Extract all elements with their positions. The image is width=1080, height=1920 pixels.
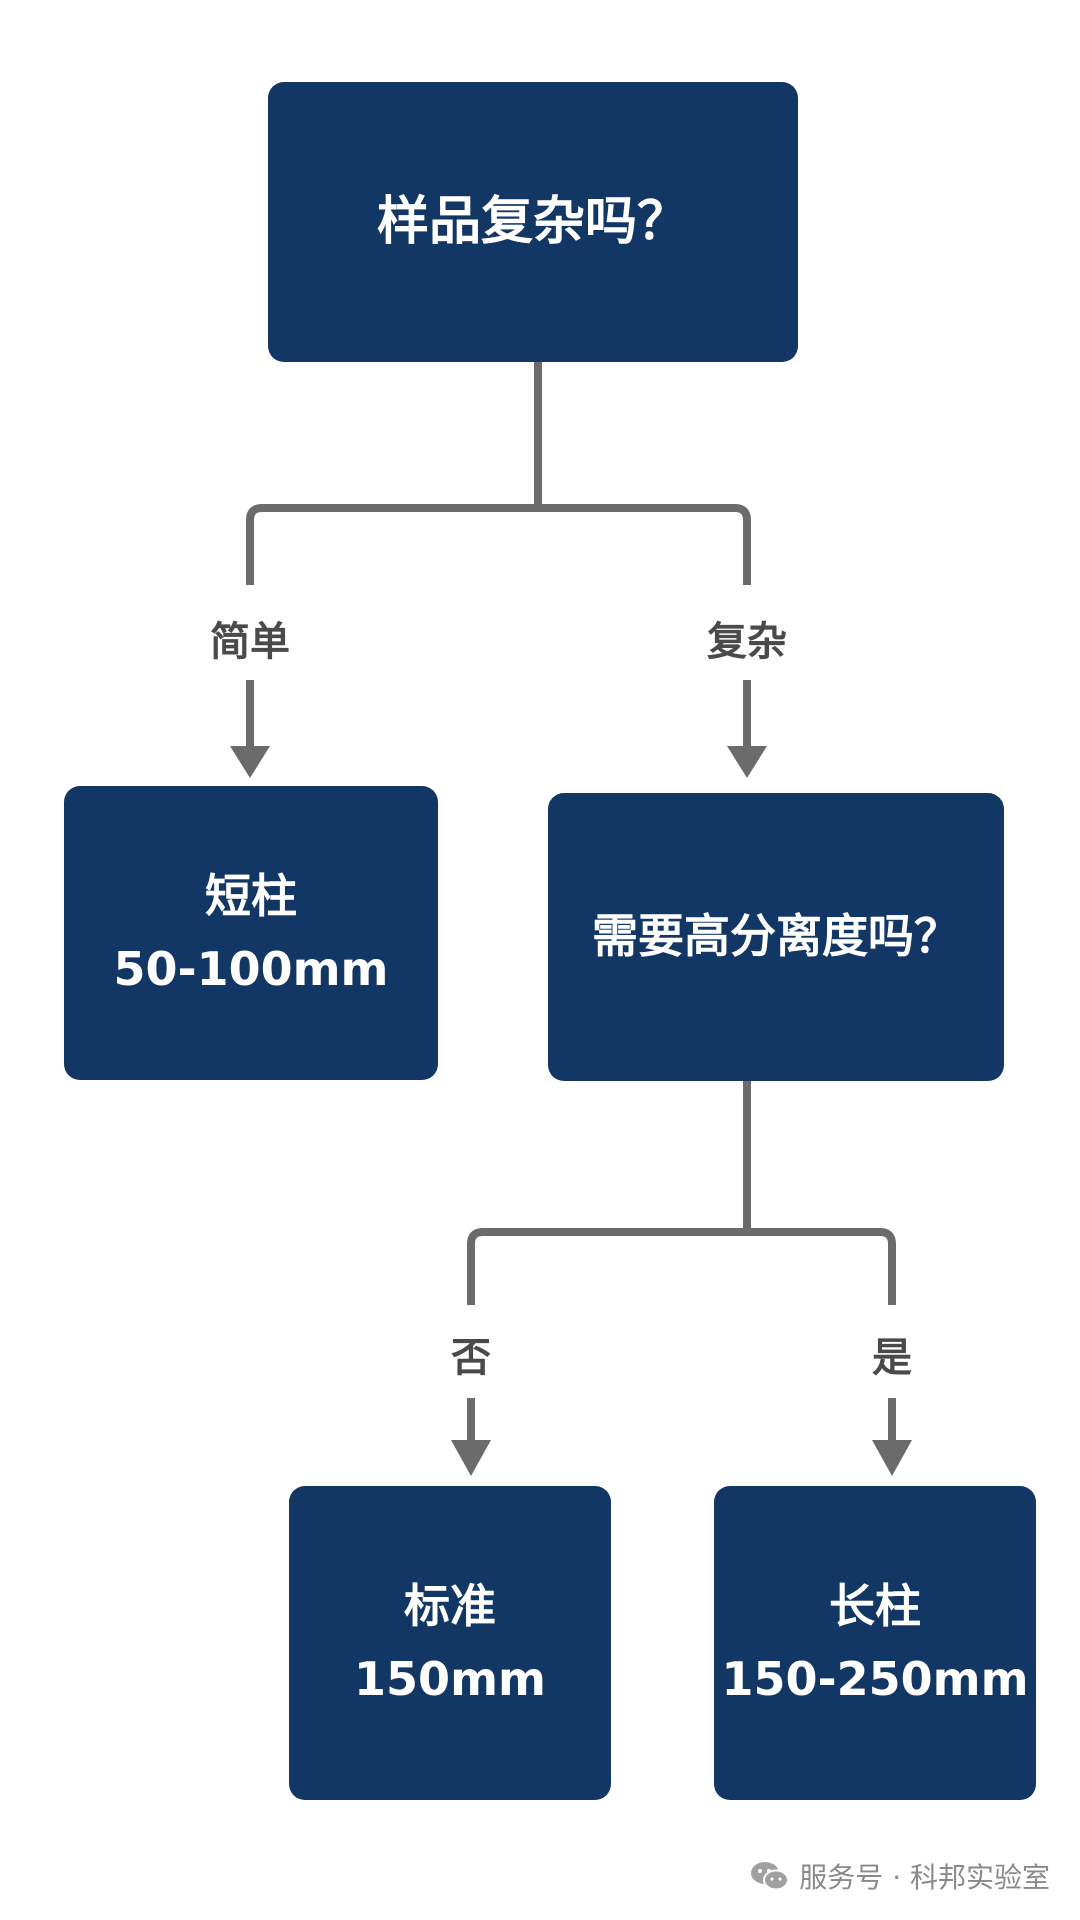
node-short-size: 50-100mm bbox=[113, 942, 389, 996]
connector-split2-right bbox=[747, 1228, 896, 1305]
arrowhead-complex bbox=[727, 746, 767, 778]
node-short-title: 短柱 bbox=[205, 868, 297, 923]
connector-split-left bbox=[246, 504, 538, 585]
watermark-text: 服务号 · 科邦实验室 bbox=[799, 1861, 1050, 1894]
node-standard-size: 150mm bbox=[354, 1652, 546, 1706]
watermark: 服务号 · 科邦实验室 bbox=[749, 1856, 1050, 1896]
arrowhead-no bbox=[451, 1440, 491, 1476]
result-short-column: 短柱 50-100mm bbox=[64, 786, 438, 1080]
node-hires-text: 需要高分离度吗？ bbox=[592, 909, 960, 964]
arrowhead-simple bbox=[230, 746, 270, 778]
result-standard-column: 标准 150mm bbox=[289, 1486, 611, 1800]
edge-label-yes: 是 bbox=[866, 1323, 918, 1385]
decision-high-resolution: 需要高分离度吗？ bbox=[548, 793, 1004, 1081]
edge-label-complex: 复杂 bbox=[701, 607, 793, 669]
result-long-column: 长柱 150-250mm bbox=[714, 1486, 1036, 1800]
connector-split-right bbox=[538, 504, 751, 585]
decision-sample-complexity: 样品复杂吗？ bbox=[268, 82, 798, 362]
connector-split2-left bbox=[467, 1228, 747, 1305]
node-long-size: 150-250mm bbox=[721, 1652, 1029, 1706]
edge-label-simple: 简单 bbox=[204, 607, 296, 669]
wechat-icon bbox=[751, 1862, 790, 1891]
node-long-title: 长柱 bbox=[829, 1578, 921, 1633]
arrowhead-yes bbox=[872, 1440, 912, 1476]
node-root-text: 样品复杂吗？ bbox=[376, 191, 689, 252]
edge-label-no: 否 bbox=[445, 1323, 497, 1385]
node-standard-title: 标准 bbox=[404, 1578, 496, 1633]
